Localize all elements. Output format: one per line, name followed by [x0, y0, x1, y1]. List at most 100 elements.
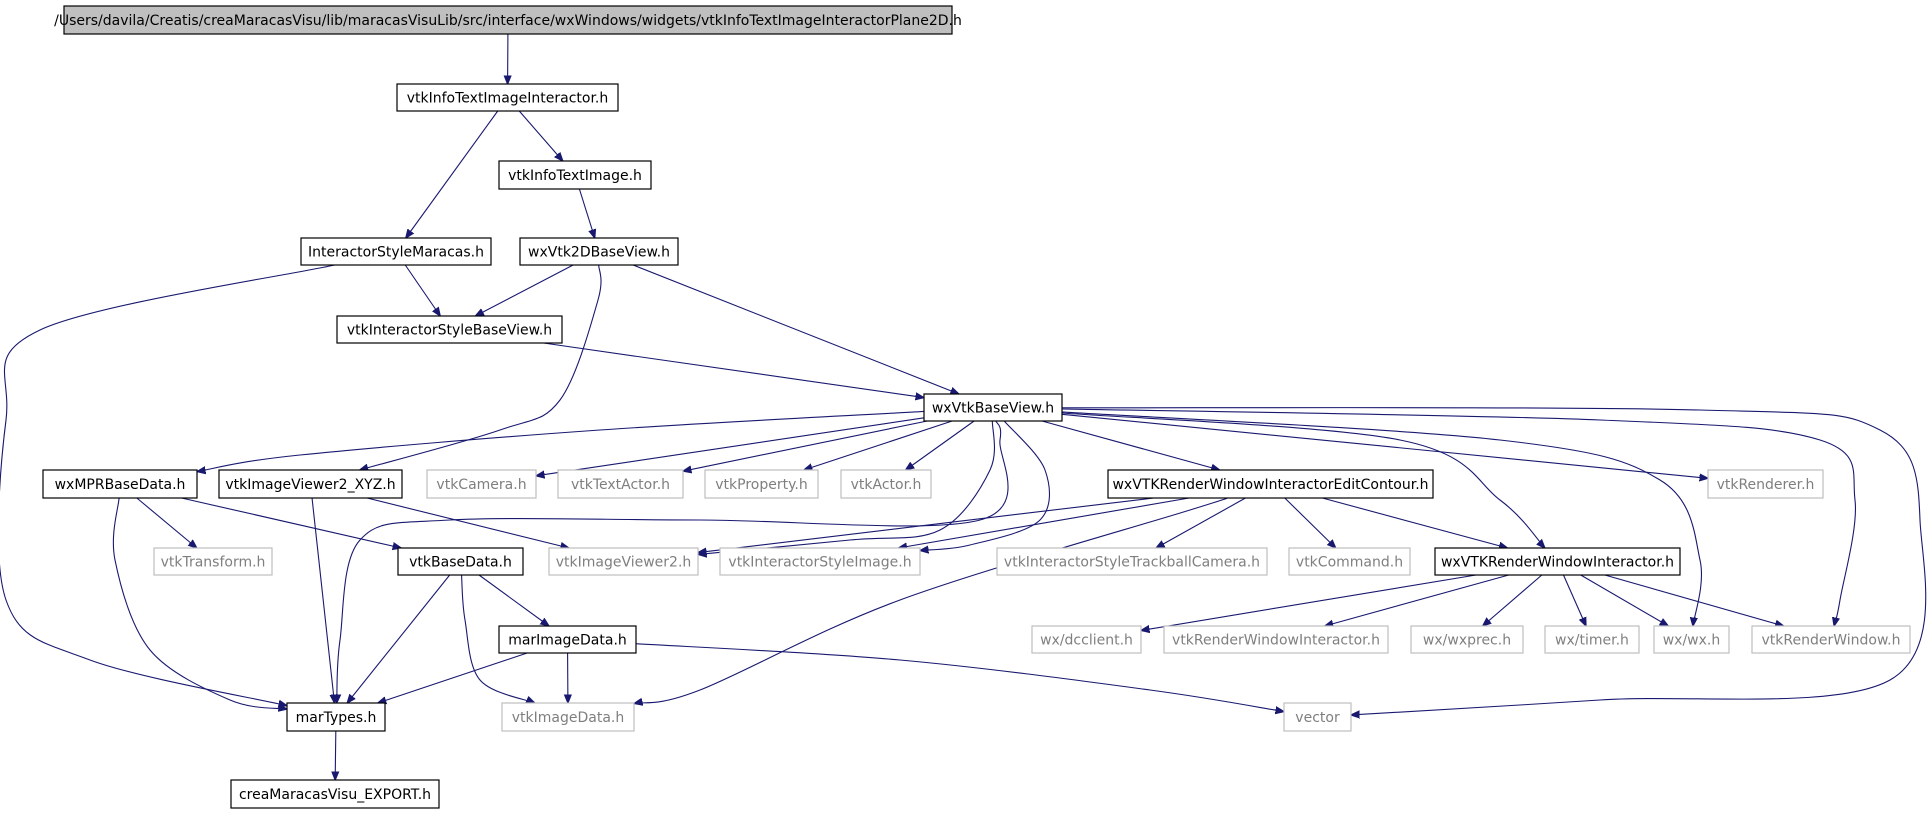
node-label: vtkProperty.h [715, 477, 807, 493]
edge-wxVtkBaseView-to-vtkRenderWindow [1061, 408, 1857, 626]
node-vtkRenderWindow: vtkRenderWindow.h [1751, 625, 1911, 654]
edge-wxVtkBaseView-to-wxVTKRenderWindowInteractorEditContour [1041, 420, 1220, 470]
edge-wxVtkBaseView-to-vtkCamera [536, 417, 925, 476]
node-vtkInfoTextImageInteractor[interactable]: vtkInfoTextImageInteractor.h [396, 83, 619, 112]
edge-wxVtkBaseView-to-vtkRenderer [1061, 413, 1708, 478]
node-vtkBaseData[interactable]: vtkBaseData.h [397, 547, 524, 576]
node-wxMPRBaseData[interactable]: wxMPRBaseData.h [42, 469, 198, 499]
node-box[interactable] [1107, 469, 1434, 499]
node-box [1707, 469, 1824, 499]
node-vtkCommand: vtkCommand.h [1288, 547, 1411, 576]
edge-marTypes-to-creaMaracasVisu_EXPORT [335, 730, 336, 780]
edge-wxVTKRenderWindowInteractor-to-wxtimer [1562, 574, 1586, 626]
node-wxdcclient: wx/dcclient.h [1031, 625, 1142, 654]
node-wxtimer: wx/timer.h [1544, 625, 1640, 654]
node-wxVTKRenderWindowInteractorEditContour[interactable]: wxVTKRenderWindowInteractorEditContour.h [1107, 469, 1434, 499]
node-marTypes[interactable]: marTypes.h [286, 702, 386, 732]
edge-wxVTKRenderWindowInteractorEditContour-to-vtkInteractorStyleImage [898, 497, 1190, 548]
edge-wxVtkBaseView-to-wxMPRBaseData [197, 410, 925, 471]
node-label: vtkImageViewer2.h [556, 555, 692, 571]
node-vtkRenderWindowInteractor: vtkRenderWindowInteractor.h [1163, 625, 1389, 654]
node-box[interactable] [498, 160, 652, 190]
node-wxVTKRenderWindowInteractor[interactable]: wxVTKRenderWindowInteractor.h [1434, 547, 1681, 576]
node-box [426, 469, 537, 499]
edge-wxVtkBaseView-to-vector [1061, 407, 1927, 715]
edge-wxVTKRenderWindowInteractorEditContour-to-vtkCommand [1284, 497, 1336, 548]
node-box[interactable] [396, 83, 619, 112]
edge-vtkInteractorStyleBaseView-to-wxVtkBaseView [543, 342, 924, 398]
node-label: wxVTKRenderWindowInteractor.h [1441, 555, 1674, 571]
node-box[interactable] [42, 469, 198, 499]
edge-wxVTKRenderWindowInteractorEditContour-to-vtkImageViewer2 [698, 497, 1154, 553]
node-box[interactable] [923, 393, 1063, 422]
node-box[interactable] [397, 547, 524, 576]
node-label: wx/timer.h [1555, 633, 1629, 649]
edge-vtkBaseData-to-marImageData [478, 574, 549, 626]
node-vtkImageData: vtkImageData.h [501, 702, 635, 732]
node-label: vtkTextActor.h [571, 477, 670, 493]
node-label: wxVtk2DBaseView.h [528, 245, 670, 261]
node-wxwx: wx/wx.h [1653, 625, 1730, 654]
node-label: vtkImageViewer2_XYZ.h [225, 477, 395, 493]
node-root[interactable]: /Users/davila/Creatis/creaMaracasVisu/li… [54, 5, 962, 35]
node-wxVtkBaseView[interactable]: wxVtkBaseView.h [923, 393, 1063, 422]
edge-wxVtk2DBaseView-to-vtkImageViewer2_XYZ [360, 264, 602, 470]
edge-wxMPRBaseData-to-vtkBaseData [181, 497, 402, 548]
node-marImageData[interactable]: marImageData.h [498, 625, 637, 654]
edge-wxVtkBaseView-to-marTypes [337, 420, 1009, 703]
edge-wxVTKRenderWindowInteractorEditContour-to-vtkInteractorStyleTrackballCamera [1156, 497, 1246, 548]
node-box [1283, 702, 1352, 732]
node-box[interactable] [300, 237, 492, 266]
node-label: wx/wx.h [1663, 633, 1721, 649]
node-box[interactable] [336, 315, 563, 344]
node-label: vtkInteractorStyleTrackballCamera.h [1004, 555, 1260, 571]
node-vtkTransform: vtkTransform.h [153, 547, 273, 576]
node-vtkInteractorStyleImage: vtkInteractorStyleImage.h [719, 547, 921, 576]
node-box [719, 547, 921, 576]
edge-wxVTKRenderWindowInteractor-to-vtkRenderWindowInteractor [1325, 574, 1509, 626]
node-label: vtkActor.h [851, 477, 922, 493]
node-box [548, 547, 699, 576]
node-box[interactable] [63, 5, 953, 35]
edge-wxVtkBaseView-to-wxVTKRenderWindowInteractor [1061, 412, 1545, 548]
node-box[interactable] [286, 702, 386, 732]
edge-vtkBaseData-to-marTypes [347, 574, 451, 703]
node-box [153, 547, 273, 576]
node-box [1031, 625, 1142, 654]
node-vtkImageViewer2_XYZ[interactable]: vtkImageViewer2_XYZ.h [218, 469, 403, 499]
node-label: wxVtkBaseView.h [932, 401, 1054, 417]
node-box [1163, 625, 1389, 654]
node-vtkRenderer: vtkRenderer.h [1707, 469, 1824, 499]
node-vtkInfoTextImage[interactable]: vtkInfoTextImage.h [498, 160, 652, 190]
edge-wxVtk2DBaseView-to-vtkInteractorStyleBaseView [475, 264, 574, 316]
node-vtkCamera: vtkCamera.h [426, 469, 537, 499]
node-InteractorStyleMaracas[interactable]: InteractorStyleMaracas.h [300, 237, 492, 266]
node-box[interactable] [1434, 547, 1681, 576]
node-box[interactable] [519, 237, 679, 266]
edge-wxVTKRenderWindowInteractor-to-wxwx [1580, 574, 1669, 626]
node-creaMaracasVisu_EXPORT[interactable]: creaMaracasVisu_EXPORT.h [230, 779, 440, 809]
node-box[interactable] [218, 469, 403, 499]
node-box [1288, 547, 1411, 576]
edge-wxVTKRenderWindowInteractorEditContour-to-wxVTKRenderWindowInteractor [1322, 497, 1507, 548]
node-label: vtkRenderWindowInteractor.h [1172, 633, 1380, 649]
edge-wxVtk2DBaseView-to-wxVtkBaseView [632, 264, 959, 394]
nodes: /Users/davila/Creatis/creaMaracasVisu/li… [42, 5, 1911, 809]
node-box[interactable] [498, 625, 637, 654]
node-label: marImageData.h [508, 633, 627, 649]
node-wxwxprec: wx/wxprec.h [1410, 625, 1524, 654]
node-wxVtk2DBaseView[interactable]: wxVtk2DBaseView.h [519, 237, 679, 266]
node-box [1544, 625, 1640, 654]
node-box [840, 469, 932, 499]
node-label: /Users/davila/Creatis/creaMaracasVisu/li… [54, 13, 962, 29]
node-label: vtkCamera.h [436, 477, 526, 493]
node-vtkInteractorStyleBaseView[interactable]: vtkInteractorStyleBaseView.h [336, 315, 563, 344]
node-box[interactable] [230, 779, 440, 809]
node-vtkInteractorStyleTrackballCamera: vtkInteractorStyleTrackballCamera.h [996, 547, 1268, 576]
node-label: vtkTransform.h [161, 555, 266, 571]
edge-vtkInfoTextImageInteractor-to-InteractorStyleMaracas [406, 110, 499, 238]
node-label: vtkBaseData.h [409, 555, 512, 571]
node-box [704, 469, 819, 499]
edge-wxVtkBaseView-to-vtkProperty [804, 420, 953, 470]
